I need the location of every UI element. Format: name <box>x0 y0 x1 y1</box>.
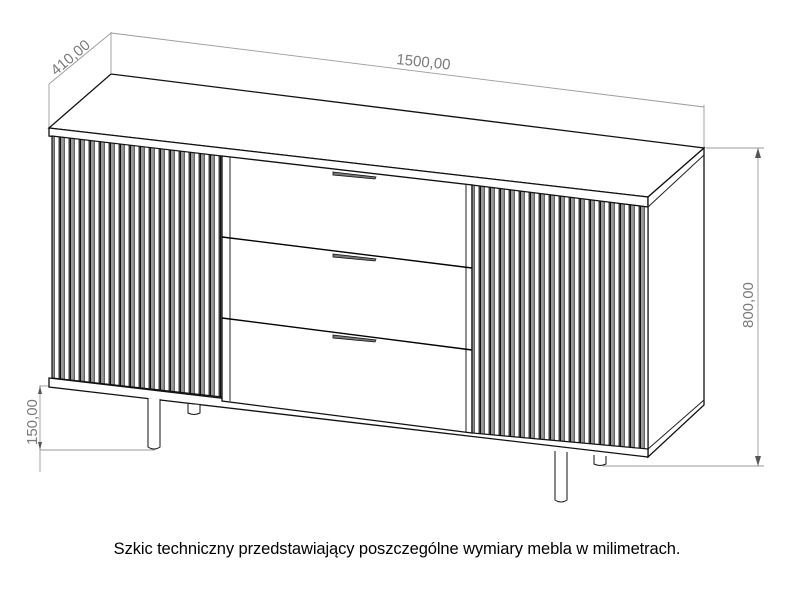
dimension-leg-height: 150,00 <box>24 385 155 472</box>
leg-front-left <box>147 398 161 450</box>
right-side-panel <box>647 146 705 459</box>
drawer-handle-2 <box>332 253 377 262</box>
leg-back-left <box>187 404 201 415</box>
width-label: 1500,00 <box>396 51 452 74</box>
height-label: 800,00 <box>740 282 757 328</box>
drawer-divider-1 <box>221 236 473 269</box>
leg-front-right <box>554 451 568 503</box>
leg-height-label: 150,00 <box>24 399 41 445</box>
dimension-height: 800,00 <box>603 147 764 467</box>
dimension-width: 1500,00 <box>110 32 705 148</box>
legs <box>147 398 607 503</box>
leg-back-right <box>593 455 607 466</box>
drawer-handle-3 <box>332 334 377 343</box>
drawer-frame <box>221 155 473 434</box>
drawer-divider-2 <box>221 317 473 351</box>
depth-label: 410,00 <box>48 37 94 80</box>
drawer-handle-1 <box>332 171 377 180</box>
right-door <box>471 184 649 450</box>
sideboard <box>47 73 706 503</box>
furniture-technical-drawing: 410,00 1500,00 800,00 150,00 <box>24 32 764 503</box>
caption: Szkic techniczny przedstawiający poszcze… <box>113 540 681 558</box>
left-door <box>51 135 223 398</box>
